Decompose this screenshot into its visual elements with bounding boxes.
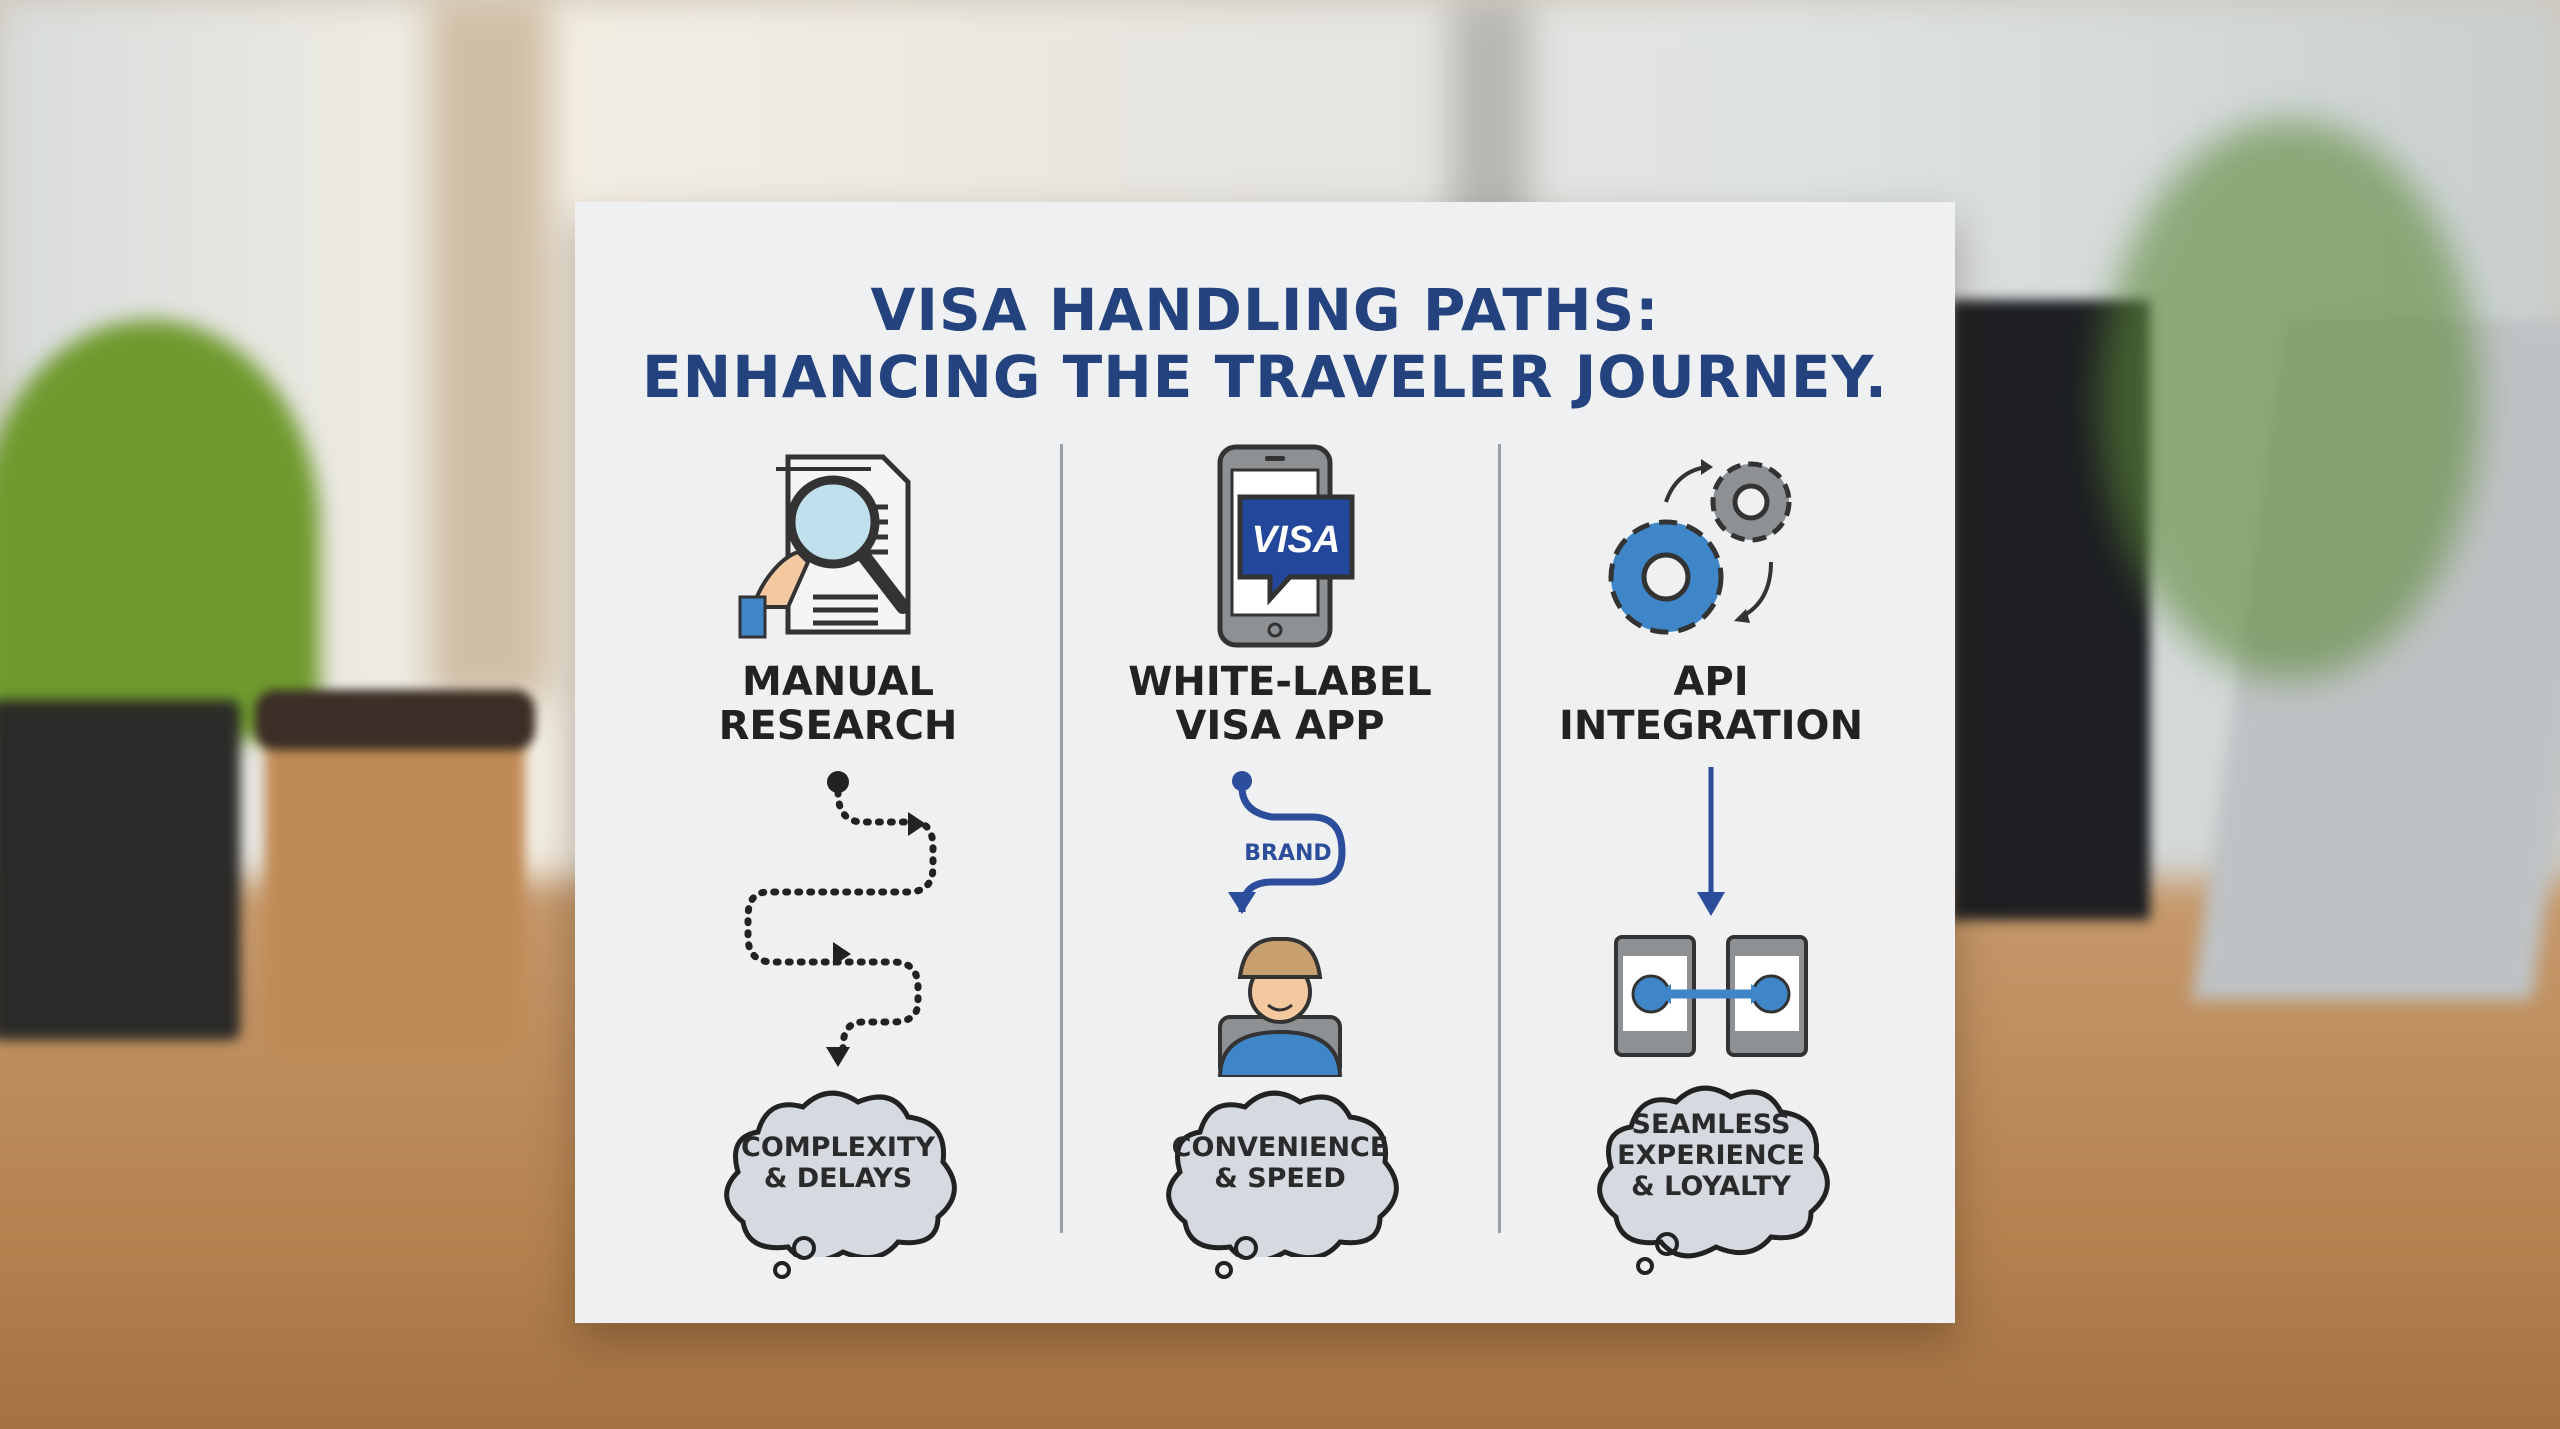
outcome-line: EXPERIENCE: [1617, 1140, 1805, 1171]
down-arrow: [1697, 767, 1725, 916]
thought-bubbles: [1636, 1232, 1679, 1275]
thought-bubbles: [1215, 1236, 1258, 1279]
column-api-integration: API INTEGRATION SEAMLESS EXPERIENCE & LO…: [1491, 202, 1931, 1323]
brand-label: BRAND: [1244, 841, 1331, 866]
outcome-text: CONVENIENCE & SPEED: [1060, 1132, 1500, 1194]
outcome-line: & SPEED: [1214, 1163, 1346, 1194]
label-line: WHITE-LABEL: [1128, 659, 1432, 705]
column-label: MANUAL RESEARCH: [618, 660, 1058, 748]
plant: [0, 320, 320, 740]
column-label: WHITE-LABEL VISA APP: [1060, 660, 1500, 748]
thought-cloud: [1166, 1090, 1399, 1257]
label-line: API: [1673, 659, 1749, 705]
outcome-text: COMPLEXITY & DELAYS: [618, 1132, 1058, 1194]
outcome-line: COMPLEXITY: [741, 1132, 935, 1163]
thought-bubbles: [773, 1236, 816, 1279]
column-divider: [1060, 444, 1063, 1233]
brand-path-arrow: BRAND: [1228, 771, 1346, 914]
outcome-line: & DELAYS: [763, 1163, 913, 1194]
outcome-text: SEAMLESS EXPERIENCE & LOYALTY: [1491, 1109, 1931, 1202]
gears-icon: [1608, 459, 1792, 635]
title-line-1: VISA HANDLING PATHS:: [870, 276, 1660, 344]
label-line: RESEARCH: [718, 703, 958, 749]
dotted-winding-path: [744, 771, 937, 1067]
column-manual-research: MANUAL RESEARCH COMPLEXITY & DELAYS: [618, 202, 1058, 1323]
api-devices-icon: [1614, 935, 1808, 1057]
column-white-label-app: VISA WHITE-LABEL VISA APP BRAND CONVENIE…: [1060, 202, 1500, 1323]
phone-visa-icon: VISA: [1217, 444, 1355, 648]
outcome-line: CONVENIENCE: [1171, 1132, 1389, 1163]
plant-pot: [0, 700, 240, 1040]
column-label: API INTEGRATION: [1491, 660, 1931, 748]
title-line-2: ENHANCING THE TRAVELER JOURNEY.: [642, 343, 1888, 411]
label-line: MANUAL: [742, 659, 934, 705]
label-line: VISA APP: [1175, 703, 1385, 749]
thought-cloud: [1597, 1085, 1830, 1259]
outcome-line: & LOYALTY: [1631, 1171, 1791, 1202]
traveler-icon: [1217, 937, 1343, 1077]
outcome-line: SEAMLESS: [1631, 1109, 1791, 1140]
coffee-cup: [265, 700, 525, 1060]
visa-text: VISA: [1252, 519, 1341, 561]
label-line: INTEGRATION: [1558, 703, 1864, 749]
infographic-card: VISA HANDLING PATHS: ENHANCING THE TRAVE…: [575, 202, 1955, 1323]
thought-cloud: [724, 1090, 957, 1257]
column-divider: [1498, 444, 1501, 1233]
magnifier-document-icon: [738, 454, 911, 639]
